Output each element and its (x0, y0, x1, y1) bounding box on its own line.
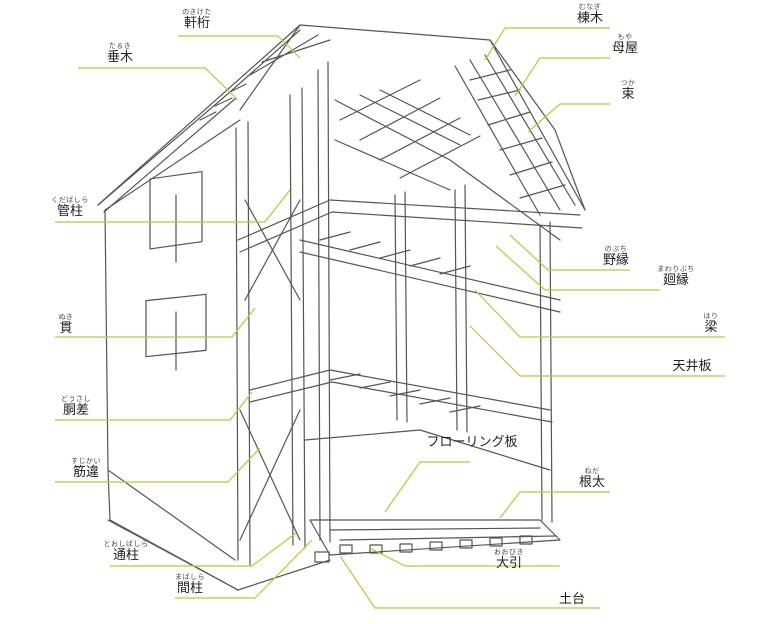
label-munagi: むなぎ棟木 (577, 3, 603, 27)
label-oobiki: おおびき大引 (494, 548, 524, 572)
roof-right-edge (489, 39, 586, 211)
corner-post (235, 121, 251, 566)
ruby-mabashira: まばしら (175, 573, 205, 581)
label-kudabashira: くだばしら管柱 (51, 196, 89, 220)
text-flooring: フローリング板 (426, 435, 518, 450)
ruby-oobiki: おおびき (494, 548, 524, 556)
label-flooring: フローリング板 (426, 435, 517, 451)
label-tsuka: つか束 (621, 79, 636, 103)
text-neda: 根太 (578, 475, 606, 490)
text-mawaribuchi: 廻縁 (662, 273, 690, 288)
left-wall (104, 209, 239, 591)
text-munagi: 棟木 (576, 11, 604, 26)
ruby-taruki: たるき (108, 42, 132, 50)
label-mabashira: まばしら間柱 (175, 573, 205, 597)
label-sujikai: すじかい筋違 (71, 457, 101, 481)
label-mawaribuchi: まわりぶち廻縁 (657, 265, 695, 289)
text-nuki: 貫 (59, 321, 73, 336)
ruby-tsuka: つか (620, 79, 636, 87)
ruby-neda: ねだ (584, 467, 600, 475)
text-sujikai: 筋違 (72, 465, 99, 480)
label-toushibashira: とおしばしら通柱 (104, 540, 149, 564)
text-kudabashira: 管柱 (56, 204, 83, 219)
text-moya: 母屋 (611, 41, 639, 56)
ruby-moya: もや (617, 33, 633, 41)
label-neda: ねだ根太 (579, 467, 605, 491)
text-taruki: 垂木 (106, 50, 134, 65)
roof-ridge (299, 24, 586, 211)
text-dodai: 土台 (558, 592, 586, 607)
leader-lines (55, 27, 725, 609)
text-tenjouita: 天井板 (672, 359, 712, 374)
ruby-dousashi: どうさし (61, 395, 91, 403)
label-dodai: 土台 (559, 592, 585, 608)
foundation (309, 519, 561, 556)
label-nokigeta: のきけた軒桁 (182, 8, 212, 32)
ruby-nokigeta: のきけた (182, 8, 212, 16)
label-moya: もや母屋 (612, 33, 638, 57)
ruby-munagi: むなぎ (578, 3, 602, 11)
ruby-nobuchi: のぶち (604, 245, 628, 253)
ruby-nuki: ぬき (58, 313, 74, 321)
ruby-sujikai: すじかい (71, 457, 101, 465)
text-toushibashira: 通柱 (112, 548, 139, 563)
label-hari: はり梁 (704, 312, 719, 336)
ruby-hari: はり (703, 312, 719, 320)
label-tenjouita: 天井板 (672, 359, 711, 375)
text-mabashira: 間柱 (176, 581, 203, 596)
roof-left-slope (97, 91, 237, 213)
ground-floor-beam (249, 369, 553, 423)
bracing (239, 199, 301, 541)
text-dousashi: 胴差 (62, 403, 89, 418)
ruby-mawaribuchi: まわりぶち (657, 265, 695, 273)
text-tsuka: 束 (621, 87, 635, 102)
label-nuki: ぬき貫 (59, 313, 74, 337)
label-taruki: たるき垂木 (107, 42, 133, 66)
text-oobiki: 大引 (495, 556, 522, 571)
second-floor-beam (237, 199, 583, 253)
ruby-toushibashira: とおしばしら (103, 540, 149, 548)
text-nokigeta: 軒桁 (183, 16, 211, 31)
text-nobuchi: 野縁 (602, 253, 630, 268)
label-dousashi: どうさし胴差 (61, 395, 91, 419)
label-nobuchi: のぶち野縁 (603, 245, 629, 269)
text-hari: 梁 (704, 320, 718, 335)
ruby-kudabashira: くだばしら (51, 196, 89, 204)
